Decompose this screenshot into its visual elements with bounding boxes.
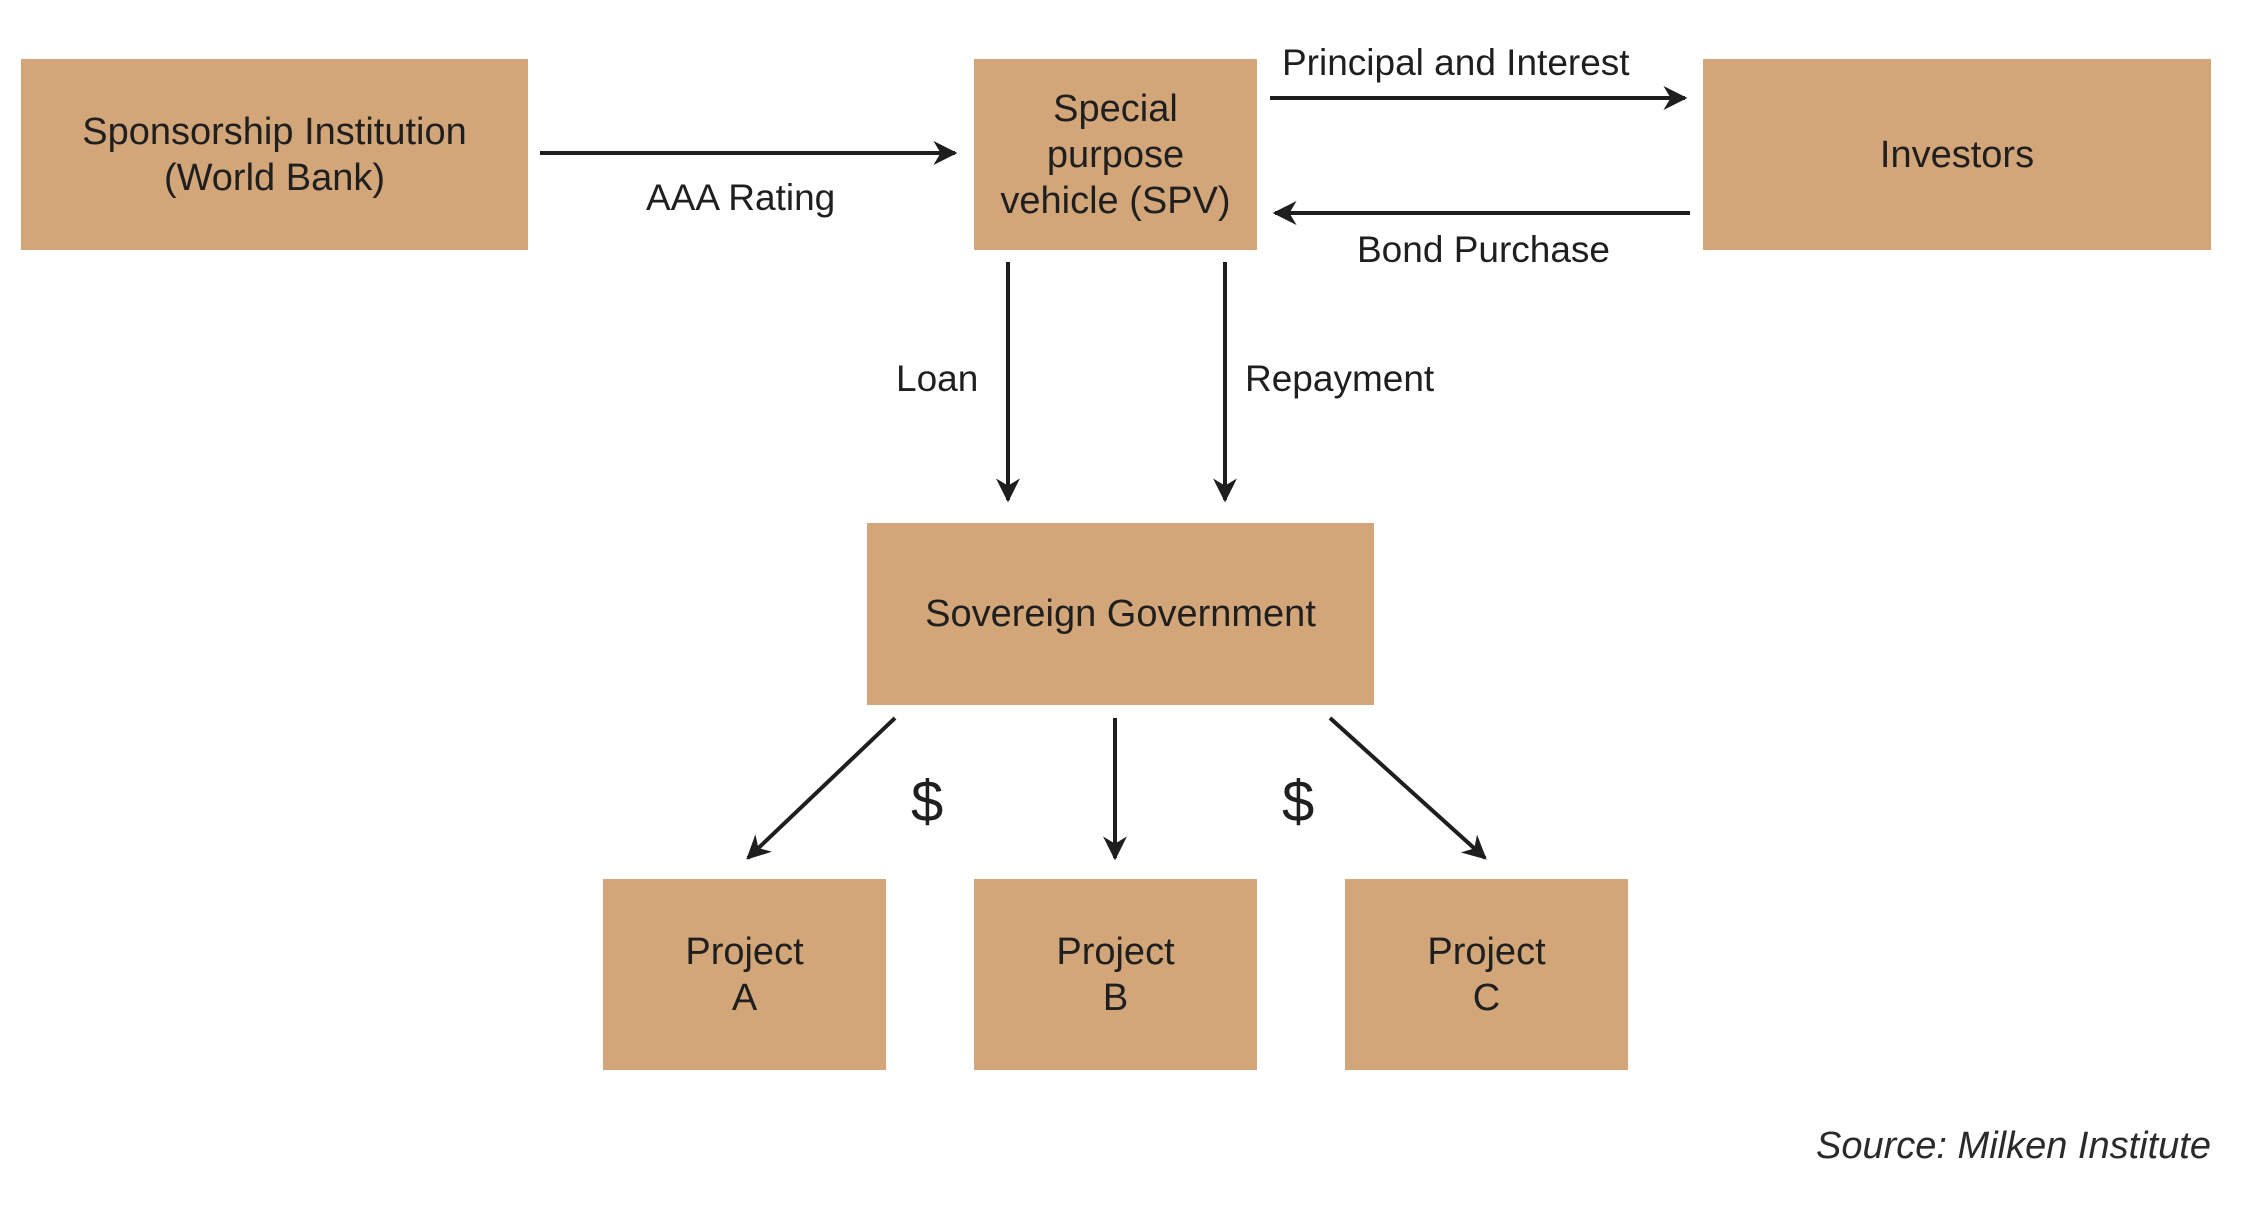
- project-a-box: Project A: [603, 879, 886, 1070]
- arrow-to-project-a: [746, 716, 897, 860]
- dollar-left-label: $: [911, 769, 944, 834]
- project-c-box: Project C: [1345, 879, 1628, 1070]
- spv-box: Special purpose vehicle (SPV): [974, 59, 1257, 250]
- sponsor-box: Sponsorship Institution (World Bank): [21, 59, 528, 250]
- project-b-label: Project B: [1056, 930, 1175, 1019]
- loan-label: Loan: [896, 358, 979, 399]
- spv-label: Special purpose vehicle (SPV): [1000, 87, 1231, 222]
- principal-interest-label: Principal and Interest: [1282, 42, 1630, 83]
- project-a-label: Project A: [685, 930, 804, 1019]
- repayment-label: Repayment: [1245, 358, 1435, 399]
- source-note: Source: Milken Institute: [1816, 1125, 2211, 1167]
- arrow-to-project-c: [1328, 716, 1487, 860]
- government-label: Sovereign Government: [925, 593, 1316, 635]
- project-c-label: Project C: [1427, 930, 1546, 1019]
- dollar-right-label: $: [1282, 769, 1315, 834]
- investors-box: Investors: [1703, 59, 2211, 250]
- aaa-rating-label: AAA Rating: [646, 177, 836, 218]
- project-b-box: Project B: [974, 879, 1257, 1070]
- sponsor-label: Sponsorship Institution (World Bank): [82, 110, 467, 199]
- bond-purchase-label: Bond Purchase: [1357, 229, 1611, 270]
- investors-label: Investors: [1879, 133, 2035, 176]
- government-box: Sovereign Government: [867, 523, 1374, 705]
